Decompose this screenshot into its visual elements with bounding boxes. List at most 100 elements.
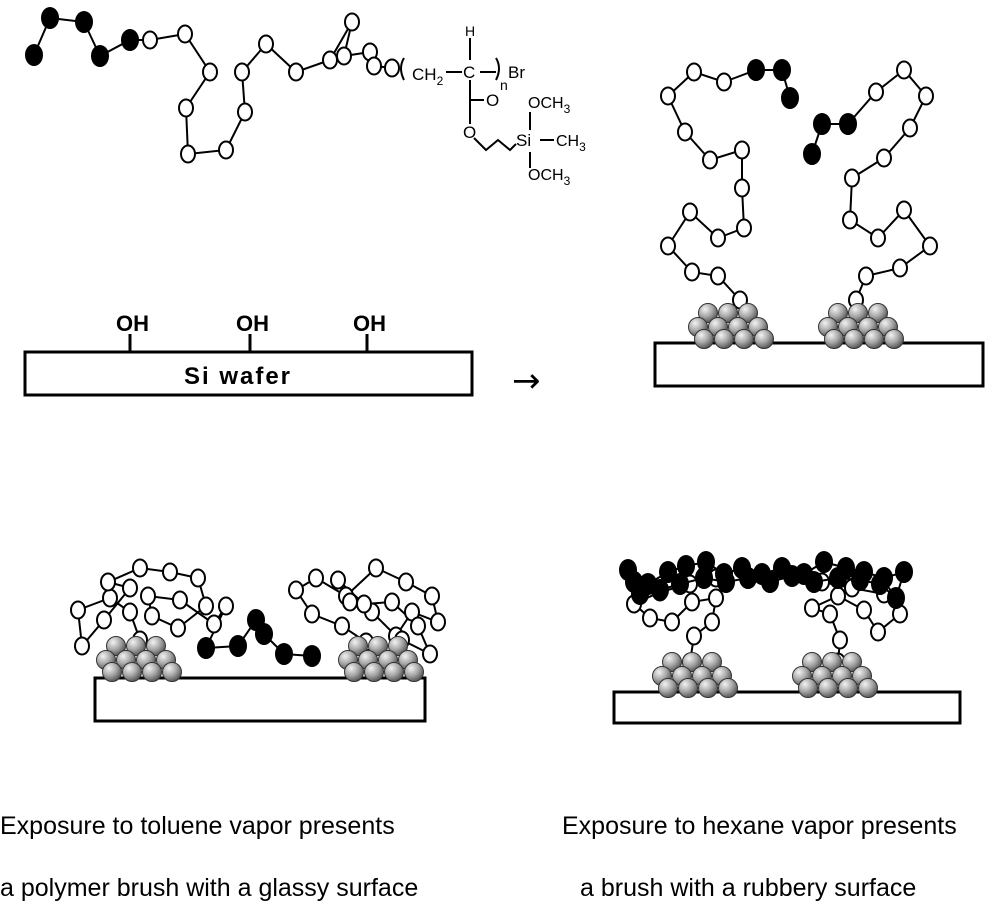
hydrophobic-bead xyxy=(671,573,689,595)
silica-particle xyxy=(714,329,734,349)
silica-particle xyxy=(858,678,878,698)
polymer-bead xyxy=(237,102,253,122)
polymer-bead xyxy=(660,236,676,256)
toluene-chain-right xyxy=(288,558,446,664)
hydrophobic-bead xyxy=(677,555,695,577)
polymer-bead xyxy=(842,210,858,230)
hydrophobic-bead xyxy=(761,571,779,593)
polymer-bead xyxy=(190,568,206,588)
hexane-particles-right xyxy=(792,652,878,698)
polymer-bead xyxy=(664,612,680,632)
hydrophobic-bead xyxy=(625,571,643,593)
polymer-bead xyxy=(366,56,382,76)
hydrophobic-bead xyxy=(739,567,757,589)
polymer-bead xyxy=(144,606,160,626)
polymer-bead xyxy=(710,266,726,286)
right-brush-chain xyxy=(803,60,938,310)
hydrophobic-bead xyxy=(887,587,905,609)
polymer-bead xyxy=(424,586,440,606)
hydrophobic-bead xyxy=(781,87,799,109)
silica-particle xyxy=(754,329,774,349)
silica-particle xyxy=(122,662,142,682)
hydrophobic-bead xyxy=(747,59,765,81)
silica-particle xyxy=(662,652,682,672)
polymer-bead xyxy=(172,590,188,610)
polymer-bead xyxy=(710,228,726,248)
polymer-bead xyxy=(684,262,700,282)
silica-particle xyxy=(146,636,166,656)
silica-particle xyxy=(838,678,858,698)
free-polymer-chain xyxy=(25,7,400,164)
polymer-bead xyxy=(896,60,912,80)
hydrophobic-bead xyxy=(25,44,43,66)
polymer-bead xyxy=(677,122,693,142)
och3-bottom-label: OCH3 xyxy=(528,167,571,188)
polymer-bead xyxy=(142,30,158,50)
hydrophobic-bead xyxy=(75,11,93,33)
hydrophobic-bead xyxy=(813,113,831,135)
hexane-brush-panel xyxy=(612,551,962,725)
hydrophobic-bead xyxy=(695,567,713,589)
silica-particle xyxy=(698,303,718,323)
polymer-bead xyxy=(177,24,193,44)
polymer-bead xyxy=(198,596,214,616)
silica-particle xyxy=(678,678,698,698)
polymer-bead xyxy=(322,50,338,70)
hydrophobic-bead xyxy=(871,573,889,595)
hydrophobic-bead xyxy=(717,571,735,593)
silica-particle xyxy=(142,662,162,682)
polymer-bead xyxy=(822,604,838,624)
silica-particle xyxy=(738,303,758,323)
polymer-bead xyxy=(288,62,304,82)
polymer-bead xyxy=(832,630,848,650)
polymer-bead xyxy=(734,178,750,198)
silica-particle xyxy=(844,329,864,349)
hydrophobic-bead xyxy=(229,635,247,657)
oh-group-2: OH xyxy=(236,311,269,336)
silica-particle xyxy=(822,652,842,672)
hexane-particles-left xyxy=(652,652,738,698)
oh-group-3: OH xyxy=(353,311,386,336)
polymer-bead xyxy=(202,62,218,82)
free-chain-bonds xyxy=(33,16,393,156)
polymer-bead xyxy=(876,148,892,168)
silica-particle xyxy=(384,662,404,682)
toluene-substrate xyxy=(93,676,427,723)
grafted-substrate xyxy=(653,341,985,388)
polymer-bead xyxy=(334,616,350,636)
polymer-bead xyxy=(430,612,446,632)
hydrophobic-bead xyxy=(773,59,791,81)
oh-group-1: OH xyxy=(116,311,149,336)
silica-particle xyxy=(702,652,722,672)
polymer-bead xyxy=(304,604,320,624)
polymer-bead xyxy=(170,618,186,638)
polymer-bead xyxy=(856,600,872,620)
polymer-bead xyxy=(178,98,194,118)
silica-particle xyxy=(734,329,754,349)
polymer-bead xyxy=(830,586,846,606)
si-wafer xyxy=(23,350,474,397)
polymer-bead xyxy=(258,34,274,54)
hydrophobic-bead xyxy=(659,561,677,583)
si-wafer-panel: Si wafer OH OH OH xyxy=(23,311,474,397)
polymer-bead xyxy=(140,586,156,606)
hydrophobic-bead xyxy=(895,561,913,583)
polymer-bead xyxy=(162,562,178,582)
silica-particle xyxy=(842,652,862,672)
grafted-brush-panel xyxy=(653,59,985,388)
polymer-bead xyxy=(868,82,884,102)
toluene-particles-right xyxy=(338,636,424,682)
hydrophobic-bead xyxy=(41,7,59,29)
silica-particle xyxy=(864,329,884,349)
silica-particle xyxy=(718,678,738,698)
polymer-bead xyxy=(686,62,702,82)
polymer-bead xyxy=(902,118,918,138)
polymer-bead xyxy=(102,588,118,608)
polymer-bead xyxy=(922,236,938,256)
initiator-structure xyxy=(400,38,554,168)
silica-particle xyxy=(824,329,844,349)
left-bracket xyxy=(400,57,405,81)
polymer-bead xyxy=(308,568,324,588)
polymer-bead xyxy=(804,598,820,618)
polymer-bead xyxy=(704,612,720,632)
